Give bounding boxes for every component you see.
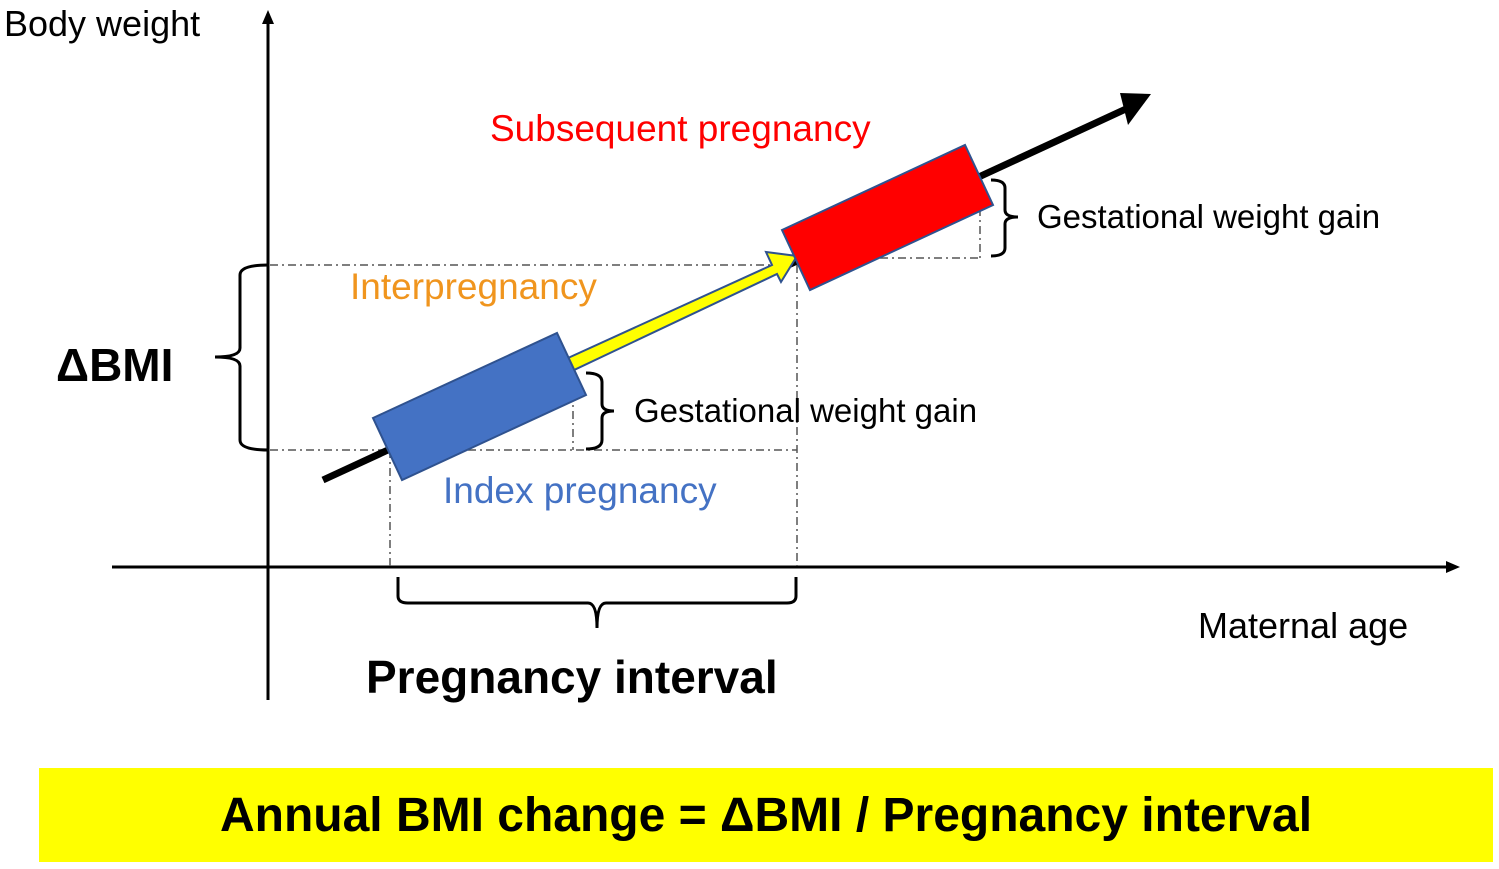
y-axis-label: Body weight [4, 3, 201, 44]
subsequent-pregnancy-label: Subsequent pregnancy [490, 108, 871, 149]
delta-bmi-label: ΔBMI [56, 339, 174, 391]
index-pregnancy-label: Index pregnancy [443, 470, 717, 511]
interpregnancy-arrow [566, 250, 799, 372]
brace-gwg-subsequent [990, 178, 1019, 258]
formula-banner: Annual BMI change = ΔBMI / Pregnancy int… [39, 768, 1493, 862]
gestational-weight-gain-subsequent-label: Gestational weight gain [1037, 198, 1381, 235]
gestational-weight-gain-index-label: Gestational weight gain [634, 392, 978, 429]
brace-delta-bmi [214, 263, 269, 452]
pregnancy-interval-label: Pregnancy interval [366, 651, 778, 703]
y-axis [262, 10, 274, 700]
interpregnancy-label: Interpregnancy [350, 266, 597, 307]
brace-pregnancy-interval [396, 577, 798, 629]
subsequent-pregnancy-box [780, 143, 995, 292]
index-pregnancy-box [371, 331, 588, 482]
x-axis [112, 561, 1460, 573]
brace-gwg-index [585, 371, 615, 451]
formula-text: Annual BMI change = ΔBMI / Pregnancy int… [219, 788, 1313, 842]
x-axis-label: Maternal age [1198, 605, 1409, 646]
